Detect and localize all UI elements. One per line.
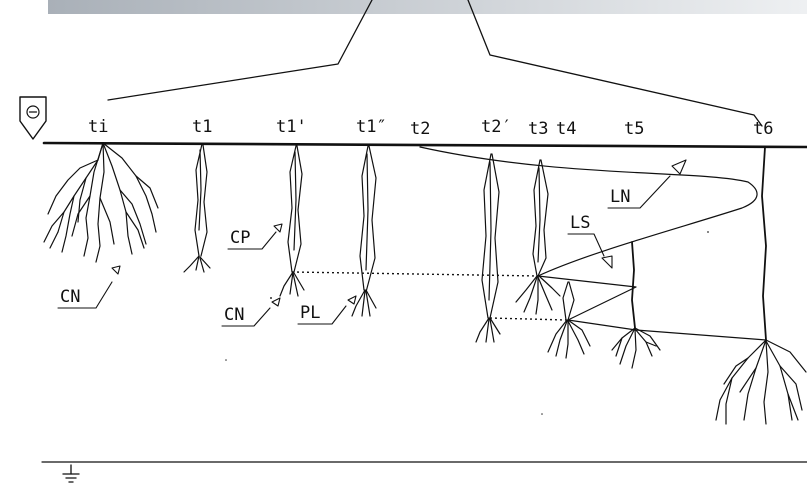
svg-text:CP: CP — [230, 228, 250, 248]
time-label-t2: t2 — [410, 119, 430, 139]
cathode-icon — [19, 96, 47, 140]
time-label-t4: t4 — [556, 119, 576, 139]
streamer-t2p — [475, 153, 501, 343]
time-label-t5: t5 — [624, 119, 644, 139]
time-label-t2p: t2′ — [481, 117, 512, 137]
svg-text:CN: CN — [60, 287, 80, 307]
time-labels: ti t1 t1' t1″ t2 t2′ t3 t4 t5 t6 — [88, 117, 773, 139]
ground-icon — [62, 464, 80, 483]
streamer-t4 — [547, 281, 591, 359]
annotation-pl: PL — [297, 295, 357, 325]
time-label-ti: ti — [88, 117, 108, 137]
electrode-line — [42, 141, 807, 149]
annotation-cn-left: CN — [57, 265, 121, 309]
streamer-t3 — [515, 159, 561, 315]
time-label-t1pp: t1″ — [356, 117, 387, 137]
svg-text:LS: LS — [570, 213, 590, 233]
svg-text:PL: PL — [300, 303, 320, 323]
streamer-t1 — [183, 143, 211, 273]
annotation-cp: CP — [227, 223, 283, 250]
streamer-t1pp — [351, 145, 377, 317]
leader-t6 — [761, 146, 767, 341]
header-band — [48, 0, 807, 14]
streamer-t1p — [279, 145, 305, 297]
leader-t6-corona — [715, 339, 807, 425]
zoom-lines — [107, 0, 763, 127]
leader-envelope — [419, 146, 767, 341]
time-label-t1: t1 — [192, 117, 212, 137]
leader-t5-corona — [611, 327, 661, 369]
annotation-cn-mid: CN — [221, 297, 281, 327]
svg-text:CN: CN — [224, 305, 244, 325]
annotation-ls: LS — [567, 213, 613, 269]
stray-dots — [225, 231, 709, 415]
time-label-t3: t3 — [528, 119, 548, 139]
svg-text:LN: LN — [610, 187, 630, 207]
time-label-t6: t6 — [753, 119, 773, 139]
leader-t5 — [631, 241, 636, 329]
time-label-t1p: t1' — [276, 117, 307, 137]
dotted-links — [291, 271, 567, 321]
annotation-ln: LN — [607, 159, 687, 209]
corona-ti — [43, 142, 159, 263]
